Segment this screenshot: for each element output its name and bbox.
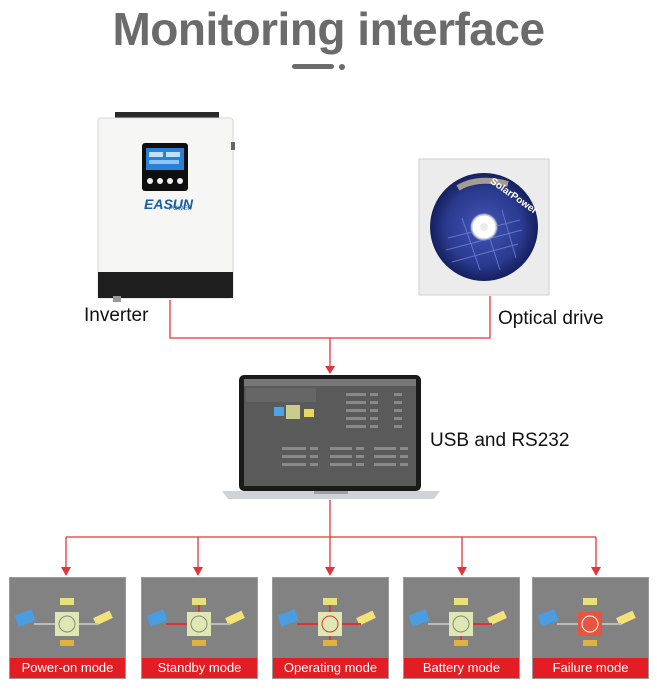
arrow-mode-1 bbox=[61, 567, 71, 576]
title-dot bbox=[339, 64, 345, 70]
mode-operating: Operating mode bbox=[272, 577, 389, 679]
laptop bbox=[222, 375, 440, 500]
arrow-mode-4 bbox=[457, 567, 467, 576]
title-underline bbox=[292, 64, 334, 69]
laptop-illustration bbox=[222, 375, 440, 499]
mode-label: Standby mode bbox=[142, 658, 257, 678]
page-title: Monitoring interface bbox=[112, 3, 545, 55]
mode-diagram-icon bbox=[146, 598, 245, 646]
inverter-device: EASUN POWER bbox=[93, 112, 238, 304]
inverter-label: Inverter bbox=[84, 305, 149, 326]
usb-rs232-label: USB and RS232 bbox=[430, 430, 570, 451]
arrow-mode-5 bbox=[591, 567, 601, 576]
mode-power-on: Power-on mode bbox=[9, 577, 126, 679]
mode-label: Operating mode bbox=[273, 658, 388, 678]
mode-battery: Battery mode bbox=[403, 577, 520, 679]
arrow-to-laptop bbox=[325, 366, 335, 374]
mode-diagram-icon bbox=[408, 598, 507, 646]
mode-label: Failure mode bbox=[533, 658, 648, 678]
brand-sub: POWER bbox=[169, 206, 192, 212]
mode-diagram-icon bbox=[14, 598, 113, 646]
mode-failure: Failure mode bbox=[532, 577, 649, 679]
cd-illustration bbox=[418, 158, 550, 296]
inverter-illustration bbox=[97, 112, 235, 302]
optical-drive: SolarPower bbox=[418, 158, 550, 296]
mode-label: Battery mode bbox=[404, 658, 519, 678]
mode-standby: Standby mode bbox=[141, 577, 258, 679]
arrow-mode-2 bbox=[193, 567, 203, 576]
mode-diagram-icon bbox=[537, 598, 636, 646]
mode-label: Power-on mode bbox=[10, 658, 125, 678]
optical-drive-label: Optical drive bbox=[498, 308, 604, 329]
mode-diagram-icon bbox=[277, 598, 376, 646]
brand-logo: EASUN bbox=[144, 196, 194, 212]
arrow-mode-3 bbox=[325, 567, 335, 576]
